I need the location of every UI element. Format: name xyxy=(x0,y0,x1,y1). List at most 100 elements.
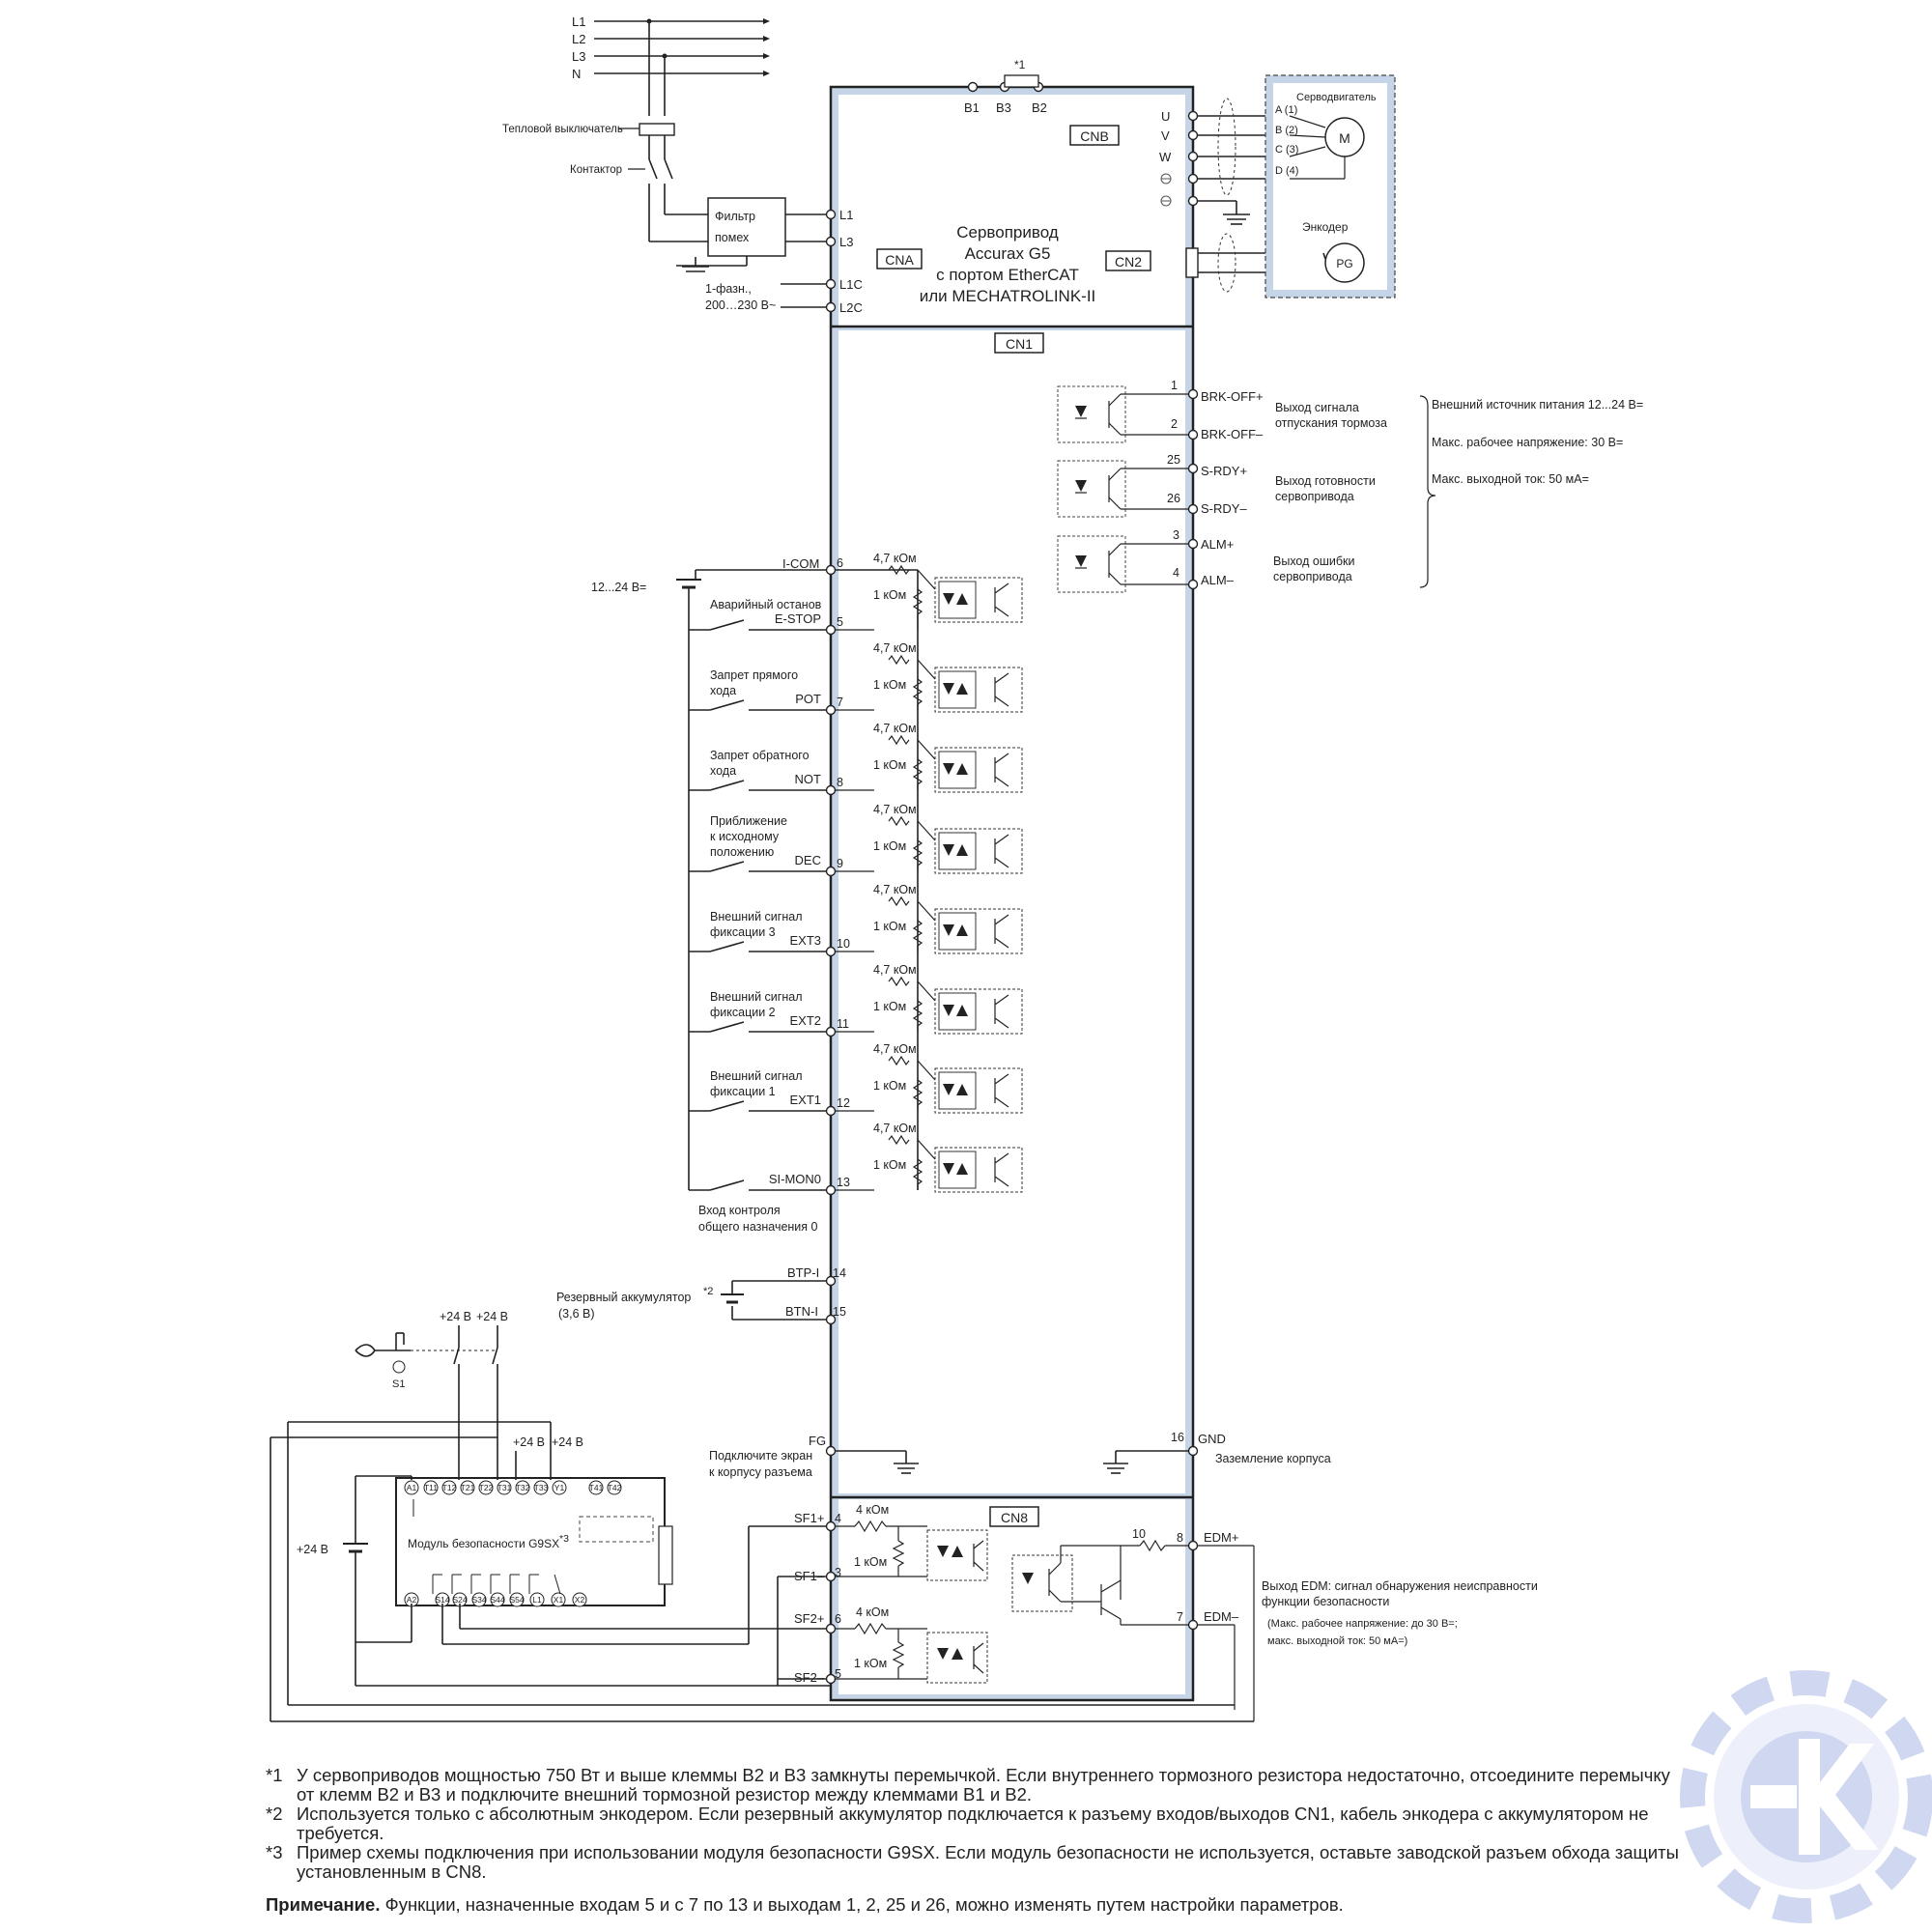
terminal xyxy=(825,624,837,636)
g9sx-terminal xyxy=(607,1480,622,1495)
series-resistor xyxy=(888,815,910,827)
g9sx-terminal-label: S44 xyxy=(490,1595,504,1605)
g9sx-terminal xyxy=(551,1592,566,1607)
terminal xyxy=(825,866,837,877)
supply-line-label: L1 xyxy=(572,14,585,29)
footnote: *2 Используется только с абсолютным энко… xyxy=(266,1804,1686,1843)
transistor xyxy=(994,994,1009,1006)
footnotes: *1 У сервоприводов мощностью 750 Вт и вы… xyxy=(266,1766,1686,1915)
g9sx-terminal xyxy=(471,1592,487,1607)
battery-voltage: (3,6 В) xyxy=(558,1307,595,1321)
g9sx-supply: +24 В xyxy=(513,1435,545,1449)
input-name: SI-MON0 xyxy=(769,1172,821,1186)
safety-resistor-label: 1 кОм xyxy=(854,1657,887,1670)
drive-title-line: с портом EtherCAT xyxy=(936,266,1079,284)
g9sx-terminal-label: T21 xyxy=(461,1483,475,1492)
gnd-name: GND xyxy=(1198,1432,1226,1446)
terminal xyxy=(825,1026,837,1037)
motor-symbol: M xyxy=(1339,130,1350,146)
port-cn2: CN2 xyxy=(1115,254,1142,270)
parallel-resistor xyxy=(912,1079,923,1106)
input-name: DEC xyxy=(795,853,821,867)
switch-contact xyxy=(709,619,745,631)
led-icon xyxy=(956,1163,968,1175)
g9sx-terminal-label: T22 xyxy=(479,1483,494,1492)
parallel-resistor xyxy=(912,839,923,867)
resistor-label: 1 кОм xyxy=(873,1000,906,1013)
transistor xyxy=(994,834,1009,845)
g9sx-terminal xyxy=(460,1480,475,1495)
drive-title: Сервопривод Accurax G5 с портом EtherCAT… xyxy=(920,223,1096,305)
input-desc: к исходному xyxy=(710,830,780,843)
battery-pin-number: 14 xyxy=(833,1266,846,1280)
safety-pin-number: 5 xyxy=(835,1667,841,1681)
gnd-pin: 16 xyxy=(1171,1431,1184,1444)
motor-terminal-label: V xyxy=(1161,128,1170,143)
safety-pin-number: 3 xyxy=(835,1566,841,1579)
resistor-label: 1 кОм xyxy=(873,588,906,602)
input-name: EXT1 xyxy=(789,1093,821,1107)
output-desc: Выход готовности xyxy=(1275,474,1376,488)
transistor xyxy=(994,857,1009,868)
g9sx-terminal-label: S14 xyxy=(435,1595,449,1605)
output-pin: 26 xyxy=(1167,492,1180,505)
parallel-resistor xyxy=(912,758,923,785)
gear-k-logo-icon xyxy=(1680,1670,1932,1923)
led-icon xyxy=(956,593,968,605)
motor-phase: B (2) xyxy=(1275,125,1298,136)
led-icon xyxy=(956,844,968,856)
g9sx-terminal-label: Y1 xyxy=(554,1483,565,1492)
terminal xyxy=(825,784,837,796)
thermal-breaker: Тепловой выключатель Контактор xyxy=(502,123,675,242)
photocoupler-led-box xyxy=(938,1071,977,1110)
input-desc: хода xyxy=(710,684,736,697)
transistor xyxy=(994,1152,1009,1164)
motor-terminal-label: W xyxy=(1159,150,1172,164)
transistor xyxy=(994,1096,1009,1108)
safety-pin-number: 6 xyxy=(835,1612,841,1626)
port-cn8: CN8 xyxy=(1001,1510,1028,1525)
battery-pin-name: BTP-I xyxy=(787,1265,819,1280)
wire xyxy=(917,1060,936,1081)
g9sx-terminal xyxy=(497,1480,512,1495)
battery-label: Резервный аккумулятор xyxy=(556,1291,691,1304)
footnote-text: Пример схемы подключения при использован… xyxy=(297,1842,1679,1882)
output-name: ALM– xyxy=(1201,573,1235,587)
output-spec: Внешний источник питания 12...24 В= xyxy=(1432,398,1643,412)
input-desc: Внешний сигнал xyxy=(710,990,803,1004)
switch-contact xyxy=(709,941,745,952)
g9sx-terminal xyxy=(588,1480,604,1495)
battery-pin-name: BTN-I xyxy=(785,1304,818,1319)
output-pin: 4 xyxy=(1173,566,1179,580)
safety-resistor-label: 4 кОм xyxy=(856,1605,889,1619)
resistor-label: 4,7 кОм xyxy=(873,641,917,655)
g9sx-terminal-label: T42 xyxy=(608,1483,622,1492)
resistor-label: 1 кОм xyxy=(873,758,906,772)
led-icon xyxy=(956,763,968,775)
input-desc: хода xyxy=(710,764,736,778)
motor-terminal-label: U xyxy=(1161,109,1170,124)
s1-label: S1 xyxy=(392,1378,405,1390)
resistor-label: 1 кОм xyxy=(873,839,906,853)
output-name: S-RDY+ xyxy=(1201,464,1247,478)
switch-contact xyxy=(709,1100,745,1112)
output-spec: Макс. выходной ток: 50 мА= xyxy=(1432,472,1589,486)
input-pin: 5 xyxy=(837,615,843,629)
safety-pin-number: 4 xyxy=(835,1512,841,1525)
footnote: *3 Пример схемы подключения при использо… xyxy=(266,1843,1686,1882)
wire xyxy=(917,820,936,841)
terminal-label: L1C xyxy=(839,277,863,292)
g9sx-terminal xyxy=(515,1480,530,1495)
g9sx-terminal-label: S54 xyxy=(509,1595,524,1605)
input-desc: Запрет обратного xyxy=(710,749,810,762)
motor-title: Серводвигатель xyxy=(1296,92,1377,103)
wire xyxy=(917,1139,936,1160)
power-terminals: L1 L3 L1C L2C 1-фазн., 200…230 В~ xyxy=(705,208,863,315)
port-cnb: CNB xyxy=(1080,128,1109,144)
